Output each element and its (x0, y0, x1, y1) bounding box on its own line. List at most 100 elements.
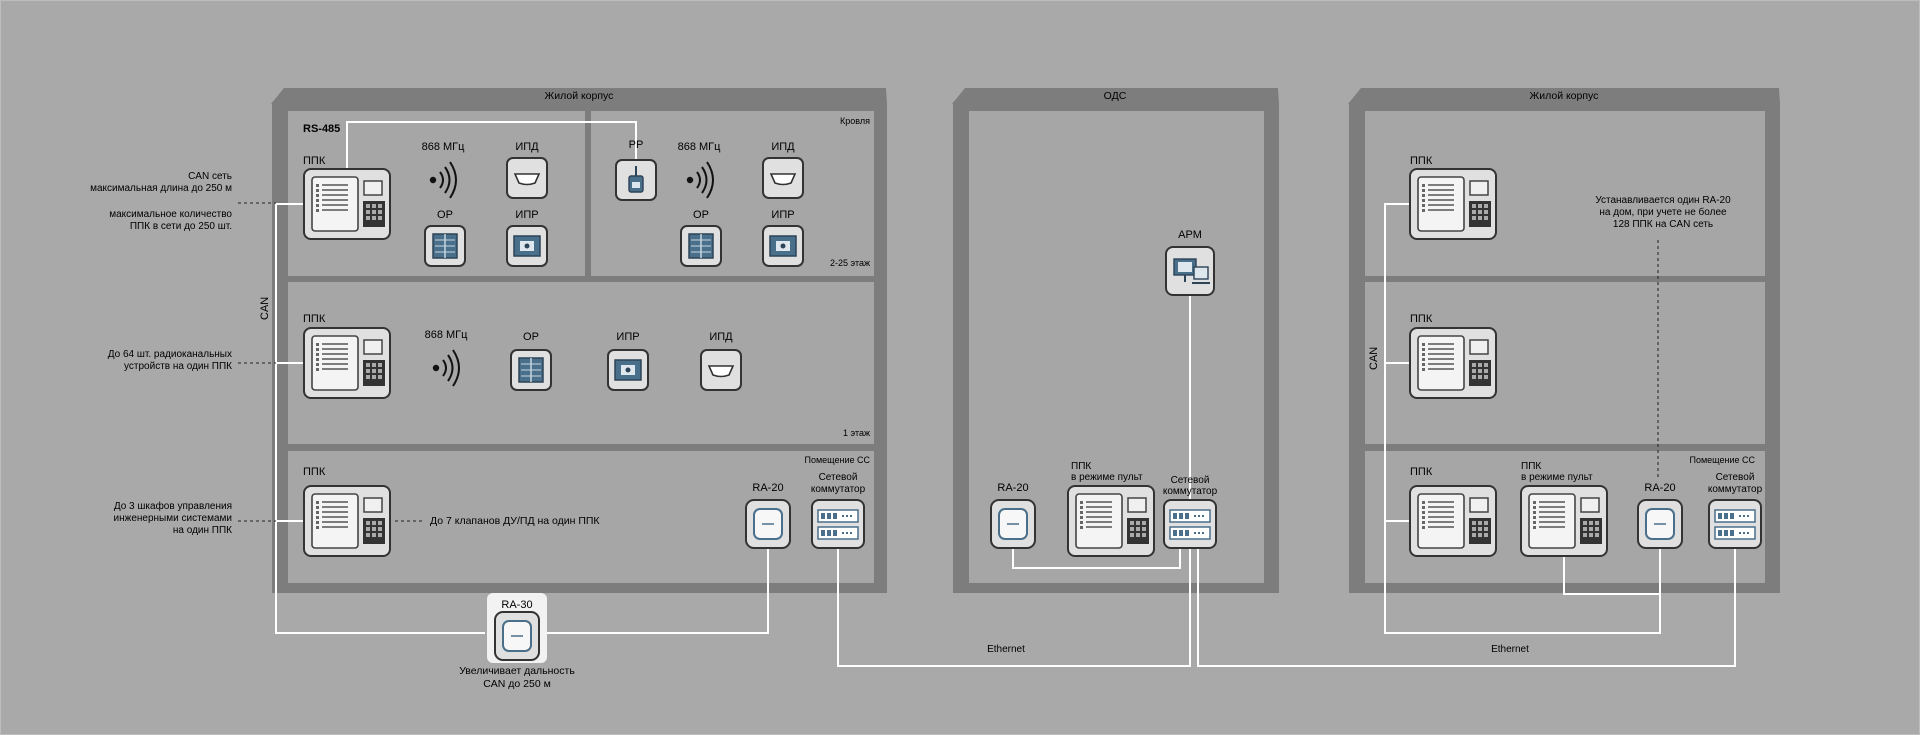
note-can-net-1: CAN сеть (188, 171, 232, 182)
center-local-wire (1012, 548, 1181, 569)
note-can-net-2: максимальная длина до 250 м (90, 183, 232, 194)
note-cabinets-3: на один ППК (173, 525, 232, 536)
ppk-device-first[interactable] (303, 327, 391, 399)
ra30-group: RA-30 (487, 593, 547, 663)
ethernet-wire-right (1197, 548, 1736, 667)
console-to-can-wire (1563, 554, 1660, 595)
ra30-label: RA-30 (501, 599, 532, 611)
switch-label-center-2: коммутатор (1163, 486, 1218, 497)
ethernet-wire-left (837, 548, 1191, 667)
right-devices: ППК Устанавливается один RA-20 на дом, п… (1409, 155, 1763, 557)
rs485-wire (346, 121, 637, 168)
ipr-device-roof-b[interactable] (762, 225, 804, 267)
ra30-note-2: CAN до 250 м (483, 678, 551, 690)
ppk-label-right-top: ППК (1410, 155, 1433, 167)
roof-right (1348, 88, 1780, 104)
roof-left (271, 88, 887, 104)
wires (275, 121, 1736, 667)
ppk-label-right-ss: ППК (1410, 466, 1433, 478)
ra20-device-center[interactable] (990, 499, 1036, 549)
ppk-console-device-right[interactable] (1520, 485, 1608, 557)
ipr-label-roof-b: ИПР (771, 209, 794, 221)
switch-device-right[interactable] (1708, 499, 1762, 549)
ipd-label-roof: ИПД (515, 141, 539, 153)
ethernet-label-left: Ethernet (987, 644, 1025, 655)
switch-label-right-1: Сетевой (1716, 472, 1755, 483)
left-ss-room-devices: Помещение СС ППК До 7 клапанов ДУ/ПД на … (303, 455, 871, 557)
apm-device[interactable] (1165, 246, 1215, 296)
note-cabinets-2: инженерными системами (114, 513, 232, 524)
titles: Жилой корпус ОДС Жилой корпус (545, 90, 1599, 102)
ra20-device-right[interactable] (1637, 499, 1683, 549)
or-device-first[interactable] (510, 349, 552, 391)
ra20-note-3: 128 ППК на CAN сеть (1613, 219, 1713, 230)
freq-label-first: 868 МГц (425, 329, 469, 341)
ra30-device[interactable] (494, 611, 540, 661)
switch-label-right-2: коммутатор (1708, 484, 1763, 495)
floor-label-middle: 2-25 этаж (830, 258, 870, 268)
ppk-console-device-center[interactable] (1067, 485, 1155, 557)
floor-label-ss: Помещение СС (805, 455, 871, 465)
can-label-left: CAN (259, 297, 271, 320)
ppk-device-roof[interactable] (303, 168, 391, 240)
or-device-roof-b[interactable] (680, 225, 722, 267)
ipd-device-roof[interactable] (506, 157, 548, 199)
ipd-device-first[interactable] (700, 349, 742, 391)
note-max-count-1: максимальное количество (109, 209, 232, 220)
ppk-label-right-mid: ППК (1410, 313, 1433, 325)
or-label-roof: ОР (437, 209, 453, 221)
or-label-roof-b: ОР (693, 209, 709, 221)
freq-label-roof: 868 МГц (422, 141, 466, 153)
rs485-label: RS-485 (303, 123, 340, 135)
roof-center (952, 88, 1279, 104)
note-radio-devices-1: До 64 шт. радиоканальных (108, 349, 232, 360)
note-cabinets-1: До 3 шкафов управления (114, 500, 232, 512)
floor-label-first: 1 этаж (843, 428, 870, 438)
ppk-label-roof: ППК (303, 155, 326, 167)
freq-label-roof-b: 868 МГц (678, 141, 722, 153)
ra20-label-right: RA-20 (1644, 482, 1675, 494)
ipr-device-roof[interactable] (506, 225, 548, 267)
apm-label: АРМ (1178, 229, 1202, 241)
rr-device[interactable] (615, 159, 657, 201)
console-label-center-2: в режиме пульт (1071, 472, 1143, 483)
left-notes: CAN сеть максимальная длина до 250 м мак… (90, 171, 1380, 536)
ipr-label-roof: ИПР (515, 209, 538, 221)
floor-label-roof: Кровля (840, 116, 870, 126)
rr-label: РР (629, 139, 644, 151)
building-left-title: Жилой корпус (545, 90, 614, 102)
ipd-device-roof-b[interactable] (762, 157, 804, 199)
ipr-device-first[interactable] (607, 349, 649, 391)
switch-label-left-2: коммутатор (811, 484, 866, 495)
ppk-device-right-top[interactable] (1409, 168, 1497, 240)
note-radio-devices-2: устройств на один ППК (124, 361, 232, 372)
switch-device-center[interactable] (1163, 499, 1217, 549)
ppk-label-ss: ППК (303, 466, 326, 478)
ppk-device-right-ss[interactable] (1409, 485, 1497, 557)
ipd-label-roof-b: ИПД (771, 141, 795, 153)
ra30-to-ra20-wire (546, 548, 769, 634)
valves-note: До 7 клапанов ДУ/ПД на один ППК (430, 515, 600, 527)
ra20-device-left[interactable] (745, 499, 791, 549)
ethernet-label-right: Ethernet (1491, 644, 1529, 655)
switch-label-left-1: Сетевой (819, 472, 858, 483)
ppk-device-ss[interactable] (303, 485, 391, 557)
building-right-title: Жилой корпус (1530, 90, 1599, 102)
can-wire-right (1384, 203, 1661, 634)
switch-device-left[interactable] (811, 499, 865, 549)
left-roof-devices: RS-485 ППК 868 МГц ИПД ОР ИПР Кровля РР … (303, 116, 870, 268)
ipr-label-first: ИПР (616, 331, 639, 343)
ra20-label-left: RA-20 (752, 482, 783, 494)
bottom-notes: Увеличивает дальность CAN до 250 м Ether… (459, 644, 1529, 690)
leader-lines (238, 202, 1659, 522)
can-label-right: CAN (1368, 347, 1380, 370)
or-label-first: ОР (523, 331, 539, 343)
console-label-right-2: в режиме пульт (1521, 472, 1593, 483)
or-device-roof[interactable] (424, 225, 466, 267)
note-max-count-2: ППК в сети до 250 шт. (130, 221, 232, 232)
center-devices: АРМ RA-20 ППК в режиме пульт Сетевой ком… (990, 229, 1218, 557)
ppk-label-first: ППК (303, 313, 326, 325)
ppk-device-right-mid[interactable] (1409, 327, 1497, 399)
ra20-note-1: Устанавливается один RA-20 (1595, 195, 1731, 206)
